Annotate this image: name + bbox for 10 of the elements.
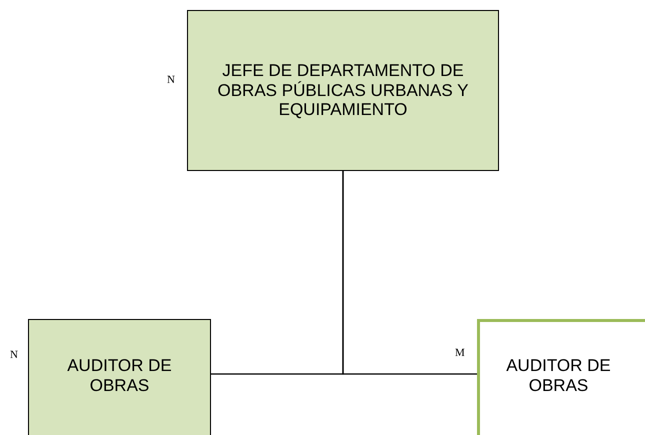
cardinality-label: N: [167, 74, 175, 86]
role-box: [477, 319, 645, 435]
role-title: AUDITOR DE OBRAS: [505, 356, 612, 396]
cardinality-label: M: [455, 347, 465, 359]
connector-line: [342, 171, 477, 375]
role-title: JEFE DE DEPARTAMENTO DE OBRAS PÚBLICAS URBANAS Y EQUIPAMIENTO: [216, 61, 470, 120]
role-box: [28, 319, 211, 435]
cardinality-label: N: [10, 349, 18, 361]
role-title: AUDITOR DE OBRAS: [66, 356, 173, 396]
role-box: [187, 10, 499, 171]
